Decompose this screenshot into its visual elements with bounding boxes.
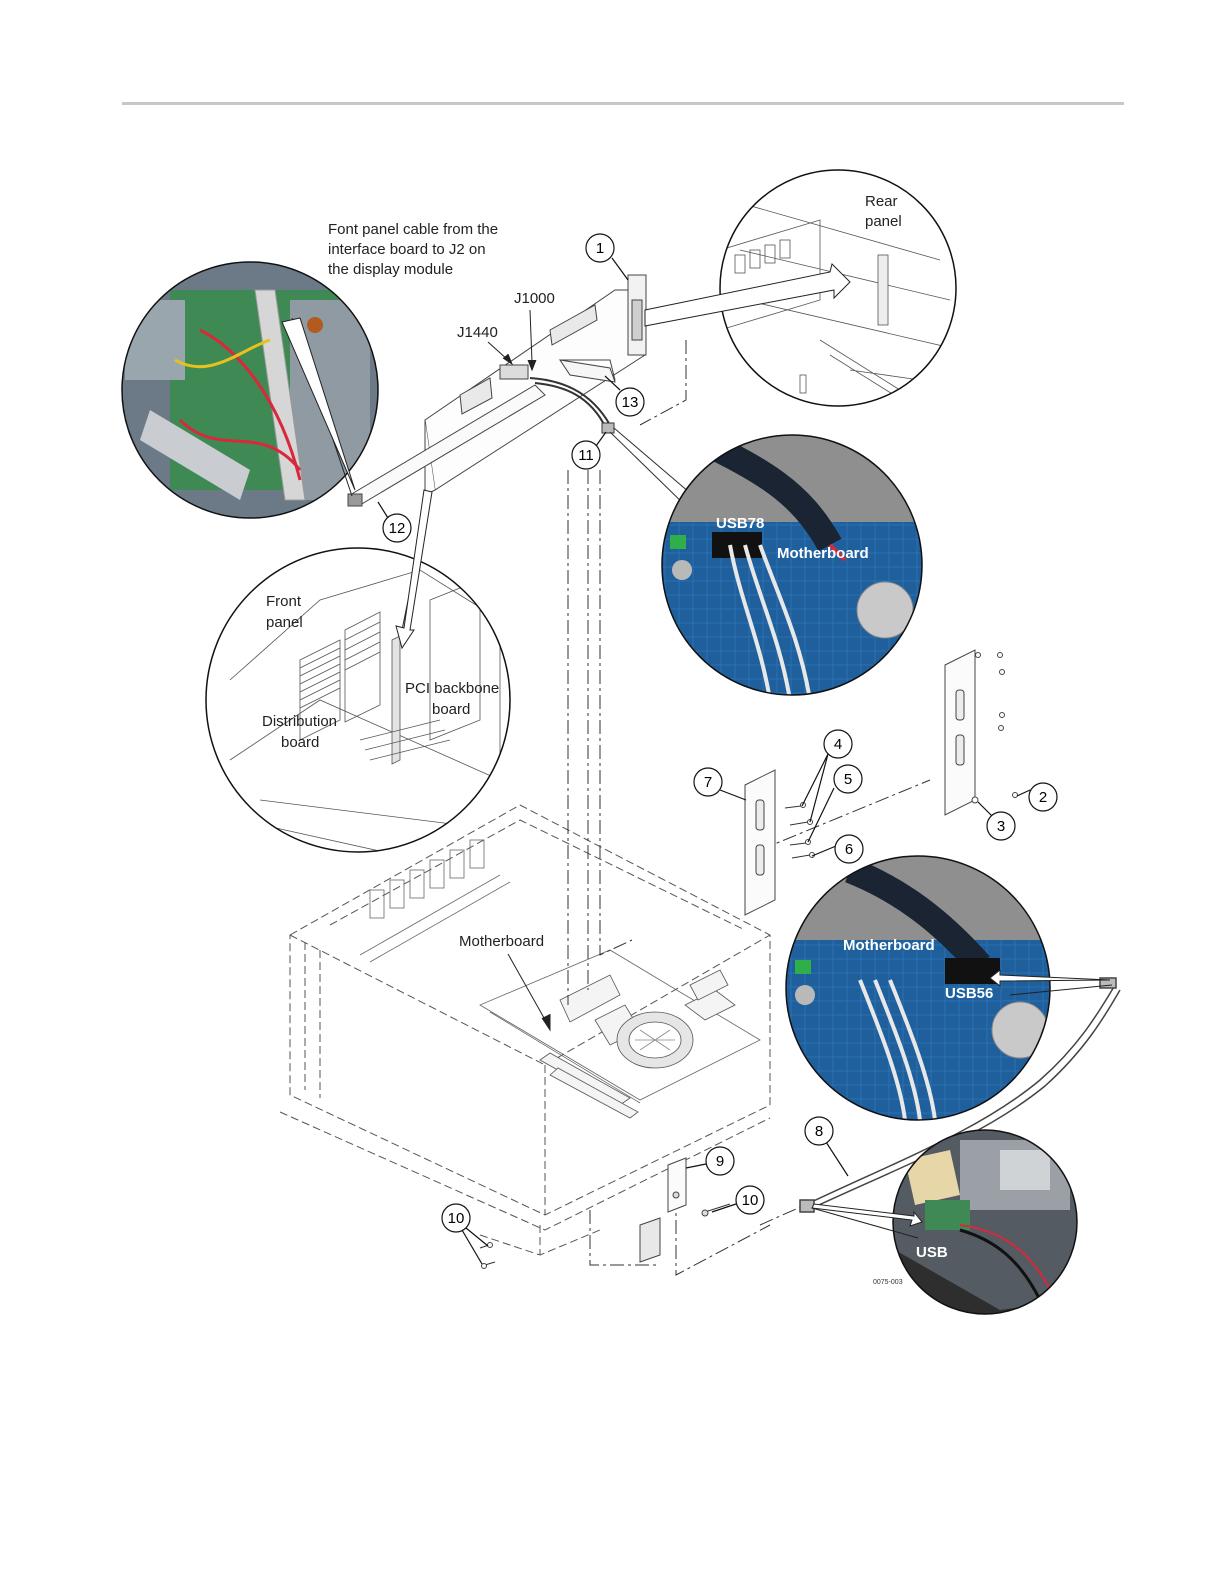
- callout-11-text: 11: [578, 447, 594, 464]
- pci-label-line1: PCI backbone: [405, 680, 499, 697]
- usb-label: USB: [916, 1244, 948, 1261]
- usb56-label: USB56: [945, 985, 993, 1002]
- callout-13-text: 13: [622, 394, 639, 411]
- front-cable-photo-inset: [120, 260, 380, 520]
- front-panel-label-line1: Front: [266, 593, 302, 610]
- figure-id: 0075-003: [873, 1279, 903, 1286]
- usb-photo-inset: USB: [812, 1130, 1078, 1320]
- front-cable-label-line3: the display module: [328, 261, 453, 278]
- front-cable-label-line1: Font panel cable from the: [328, 221, 498, 238]
- callout-12-text: 12: [389, 520, 406, 537]
- callout-7-text: 7: [704, 774, 712, 791]
- pci-label-line2: board: [432, 701, 470, 718]
- callout-10-left-text: 10: [448, 1210, 465, 1227]
- front-panel-label-line2: panel: [266, 614, 303, 631]
- rear-panel-inset: [645, 165, 965, 415]
- callout-3-text: 3: [997, 818, 1005, 835]
- j1000-label: J1000: [514, 290, 555, 307]
- usb56-motherboard-label: Motherboard: [843, 937, 935, 954]
- callout-2-text: 2: [1039, 789, 1047, 806]
- rear-panel-label-line2: panel: [865, 213, 902, 230]
- front-cable-label-line2: interface board to J2 on: [328, 241, 486, 258]
- usb78-label: USB78: [716, 515, 764, 532]
- callout-6-text: 6: [845, 841, 853, 858]
- plate-7: [745, 770, 815, 915]
- rear-panel-label-line1: Rear: [865, 193, 898, 210]
- motherboard-components: [540, 970, 735, 1118]
- bracket-9: [480, 1158, 730, 1269]
- usb56-photo-inset: Motherboard USB56: [785, 855, 1112, 1120]
- motherboard-label: Motherboard: [459, 933, 544, 950]
- front-panel-inset: [205, 490, 515, 860]
- callout-4-text: 4: [834, 736, 842, 753]
- callout-9-text: 9: [716, 1153, 724, 1170]
- usb78-photo-inset: USB78 Motherboard: [660, 432, 925, 700]
- distribution-label-line2: board: [281, 734, 319, 751]
- rear-panel-plate: [945, 650, 1018, 815]
- callout-1-text: 1: [596, 240, 604, 257]
- callout-8-text: 8: [815, 1123, 823, 1140]
- usb78-motherboard-label: Motherboard: [777, 545, 869, 562]
- chassis: [280, 805, 770, 1255]
- callout-5-text: 5: [844, 771, 852, 788]
- callout-10-right-text: 10: [742, 1192, 759, 1209]
- j1440-label: J1440: [457, 324, 498, 341]
- distribution-label-line1: Distribution: [262, 713, 337, 730]
